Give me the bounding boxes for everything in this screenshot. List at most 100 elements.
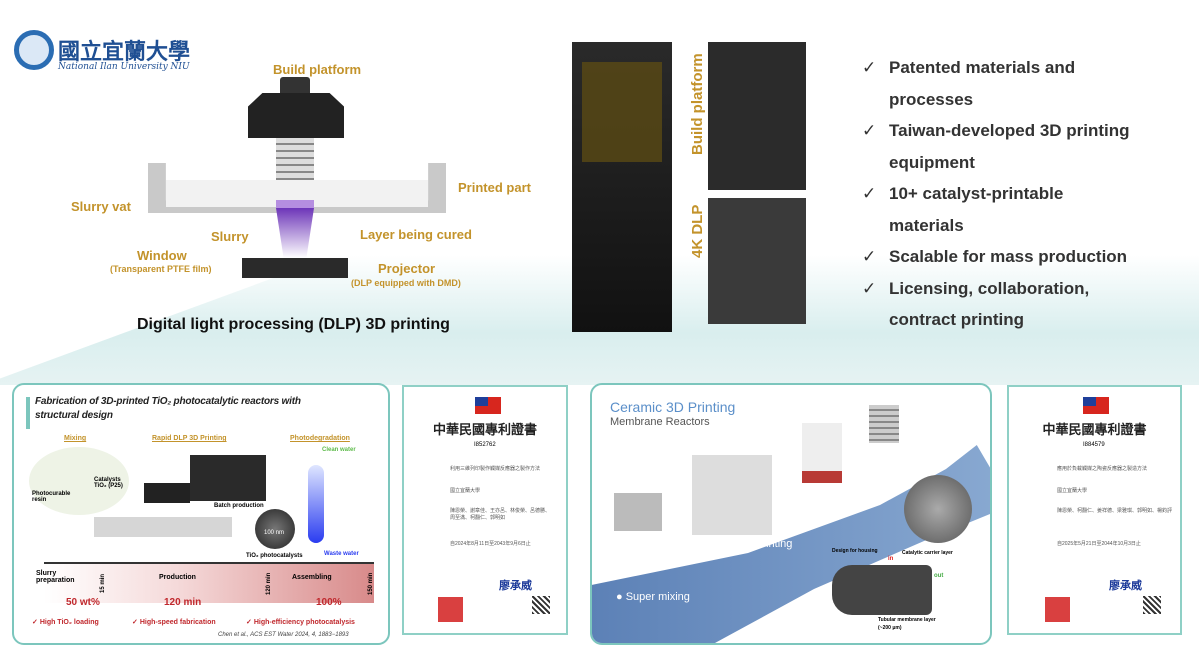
cert-holder: 國立宜蘭大學	[1057, 488, 1088, 494]
label-waste-water: Waste water	[324, 551, 359, 557]
stage-mixing: Mixing	[64, 435, 87, 442]
cert-term: 自2024年8月11日至2043年9月6日止	[450, 541, 531, 547]
label-window: Window	[137, 248, 187, 263]
metric-time: 120 min	[164, 597, 202, 608]
furnace-photo	[802, 423, 842, 483]
membrane-reactor-photo	[869, 405, 899, 443]
timeline-line	[44, 562, 374, 564]
cert-name: 利用三維列印製作觸媒反應器之製作方法	[450, 466, 541, 472]
label-clean-water: Clean water	[322, 447, 356, 453]
taiwan-flag-icon	[1083, 397, 1109, 414]
seal-stamp	[1045, 597, 1070, 622]
label-membrane: Tubular membrane layer	[878, 617, 936, 623]
label-photo-4k-dlp: 4K DLP	[689, 204, 706, 258]
ceramic-panel: Ceramic 3D Printing Membrane Reactors ● …	[590, 383, 992, 645]
cert-term: 自2025年5月21日至2044年10月3日止	[1057, 541, 1141, 547]
qr-code	[532, 596, 550, 614]
label-membrane-sub: (~200 μm)	[878, 625, 902, 631]
dlp-printer-photo	[692, 455, 772, 535]
title-bar	[26, 397, 30, 429]
taiwan-flag-icon	[475, 397, 501, 414]
label-resin: Photocurable resin	[32, 491, 71, 503]
cert-title: 中華民國專利證書	[1042, 423, 1147, 438]
reactor-column	[308, 465, 324, 543]
ceramic-title: Ceramic 3D Printing	[610, 399, 736, 415]
label-projector-sub: (DLP equipped with DMD)	[351, 278, 461, 288]
step-sintering: Sintering	[801, 491, 846, 503]
cert-inventors: 陳恩榮、柯翻仁、姜祥德、梁雅琪、郭明如、楊鈞評	[1057, 508, 1173, 514]
phase-production: Production	[159, 574, 196, 581]
check-icon: ✓	[862, 184, 877, 203]
cert-title: 中華民國專利證書	[432, 423, 537, 438]
cert-signature: 廖承威	[499, 579, 532, 592]
step-super-mixing: Super mixing	[625, 591, 690, 603]
feature-item: ✓Licensing, collaboration,contract print…	[862, 273, 1130, 336]
phase-slurry: Slurry preparation	[36, 570, 75, 584]
qr-code	[1143, 596, 1161, 614]
step-membrane-reactor: Membrane Reactor	[873, 443, 968, 455]
metric-efficiency: 100%	[316, 597, 342, 608]
logo-english: National Ilan University NIU	[58, 62, 190, 72]
label-catalyst: Catalysts TiO₂ (P25)	[94, 477, 123, 489]
label-window-sub: (Transparent PTFE film)	[110, 264, 212, 274]
check-icon: ✓	[862, 58, 877, 77]
mini-vat	[94, 517, 232, 537]
tick-150: 150 min	[368, 572, 374, 595]
tick-120: 120 min	[266, 572, 272, 595]
printer-photo	[572, 42, 672, 332]
mixer-photo	[614, 493, 662, 531]
metric-loading-label: High TiO₂ loading	[39, 619, 99, 626]
printer-window	[582, 62, 662, 162]
stage-printing: Rapid DLP 3D Printing	[152, 435, 227, 442]
cert-inventors: 陳恩榮、謝章佳、王亦呂、林俊榮、呂德勝、周至滿、柯翻仁、郭明如	[450, 508, 551, 521]
dlp-photo	[708, 198, 806, 324]
cert-holder: 國立宜蘭大學	[450, 488, 481, 494]
label-printed-part: Printed part	[458, 180, 531, 195]
tio2-title: Fabrication of 3D-printed TiO₂ photocata…	[35, 396, 301, 421]
metric-efficiency-label: High-efficiency photocatalysis	[253, 619, 355, 626]
cert-signature: 廖承威	[1109, 579, 1142, 592]
patent-certificate-1: 中華民國專利證書 I852762 利用三維列印製作觸媒反應器之製作方法 國立宜蘭…	[402, 385, 568, 635]
metric-time-label: High-speed fabrication	[139, 619, 216, 626]
ceramic-subtitle: Membrane Reactors	[610, 416, 710, 428]
university-logo-icon	[14, 30, 54, 70]
patent-certificate-2: 中華民國專利證書 I884579 應用於負載觸媒之陶瓷反應器之製造方法 國立宜蘭…	[1007, 385, 1182, 635]
dlp-caption: Digital light processing (DLP) 3D printi…	[137, 316, 450, 333]
mixing-illustration	[29, 447, 129, 515]
feature-item: ✓Scalable for mass production	[862, 241, 1130, 273]
label-photo-build-platform: Build platform	[689, 53, 706, 155]
phase-assembling: Assembling	[292, 574, 332, 581]
label-in: in	[888, 556, 894, 562]
label-batch: Batch production	[214, 503, 264, 509]
label-carrier: Catalytic carrier layer	[902, 550, 953, 556]
tubular-reactor	[832, 565, 932, 615]
label-out: out	[934, 573, 944, 579]
label-slurry: Slurry	[211, 229, 249, 244]
step-dlp-printing: DLP 3D Printing	[713, 538, 793, 550]
logo-chinese: 國立宜蘭大學	[58, 39, 191, 65]
uv-light	[276, 208, 314, 258]
mini-build-platform	[144, 483, 190, 503]
build-platform-photo	[708, 42, 806, 190]
tio2-panel: Fabrication of 3D-printed TiO₂ photocata…	[12, 383, 390, 645]
cured-layer	[276, 200, 314, 208]
stage-photodegradation: Photodegradation	[290, 435, 350, 442]
label-sem: TiO₂ photocatalysts	[246, 553, 303, 559]
tick-15: 15 min	[100, 573, 106, 593]
sem-image	[255, 509, 295, 549]
label-projector: Projector	[378, 261, 436, 276]
seal-stamp	[438, 597, 463, 622]
timeline-band	[44, 563, 374, 603]
label-slurry-vat: Slurry vat	[71, 199, 131, 214]
label-housing: Design for housing	[832, 548, 878, 554]
projector	[242, 258, 348, 278]
label-layer-cured: Layer being cured	[360, 227, 472, 242]
metric-loading: 50 wt%	[66, 597, 100, 608]
check-icon: ✓	[862, 121, 877, 140]
citation: Chen et al., ACS EST Water 2024, 4, 1883…	[218, 632, 349, 638]
label-build-platform: Build platform	[273, 62, 362, 77]
